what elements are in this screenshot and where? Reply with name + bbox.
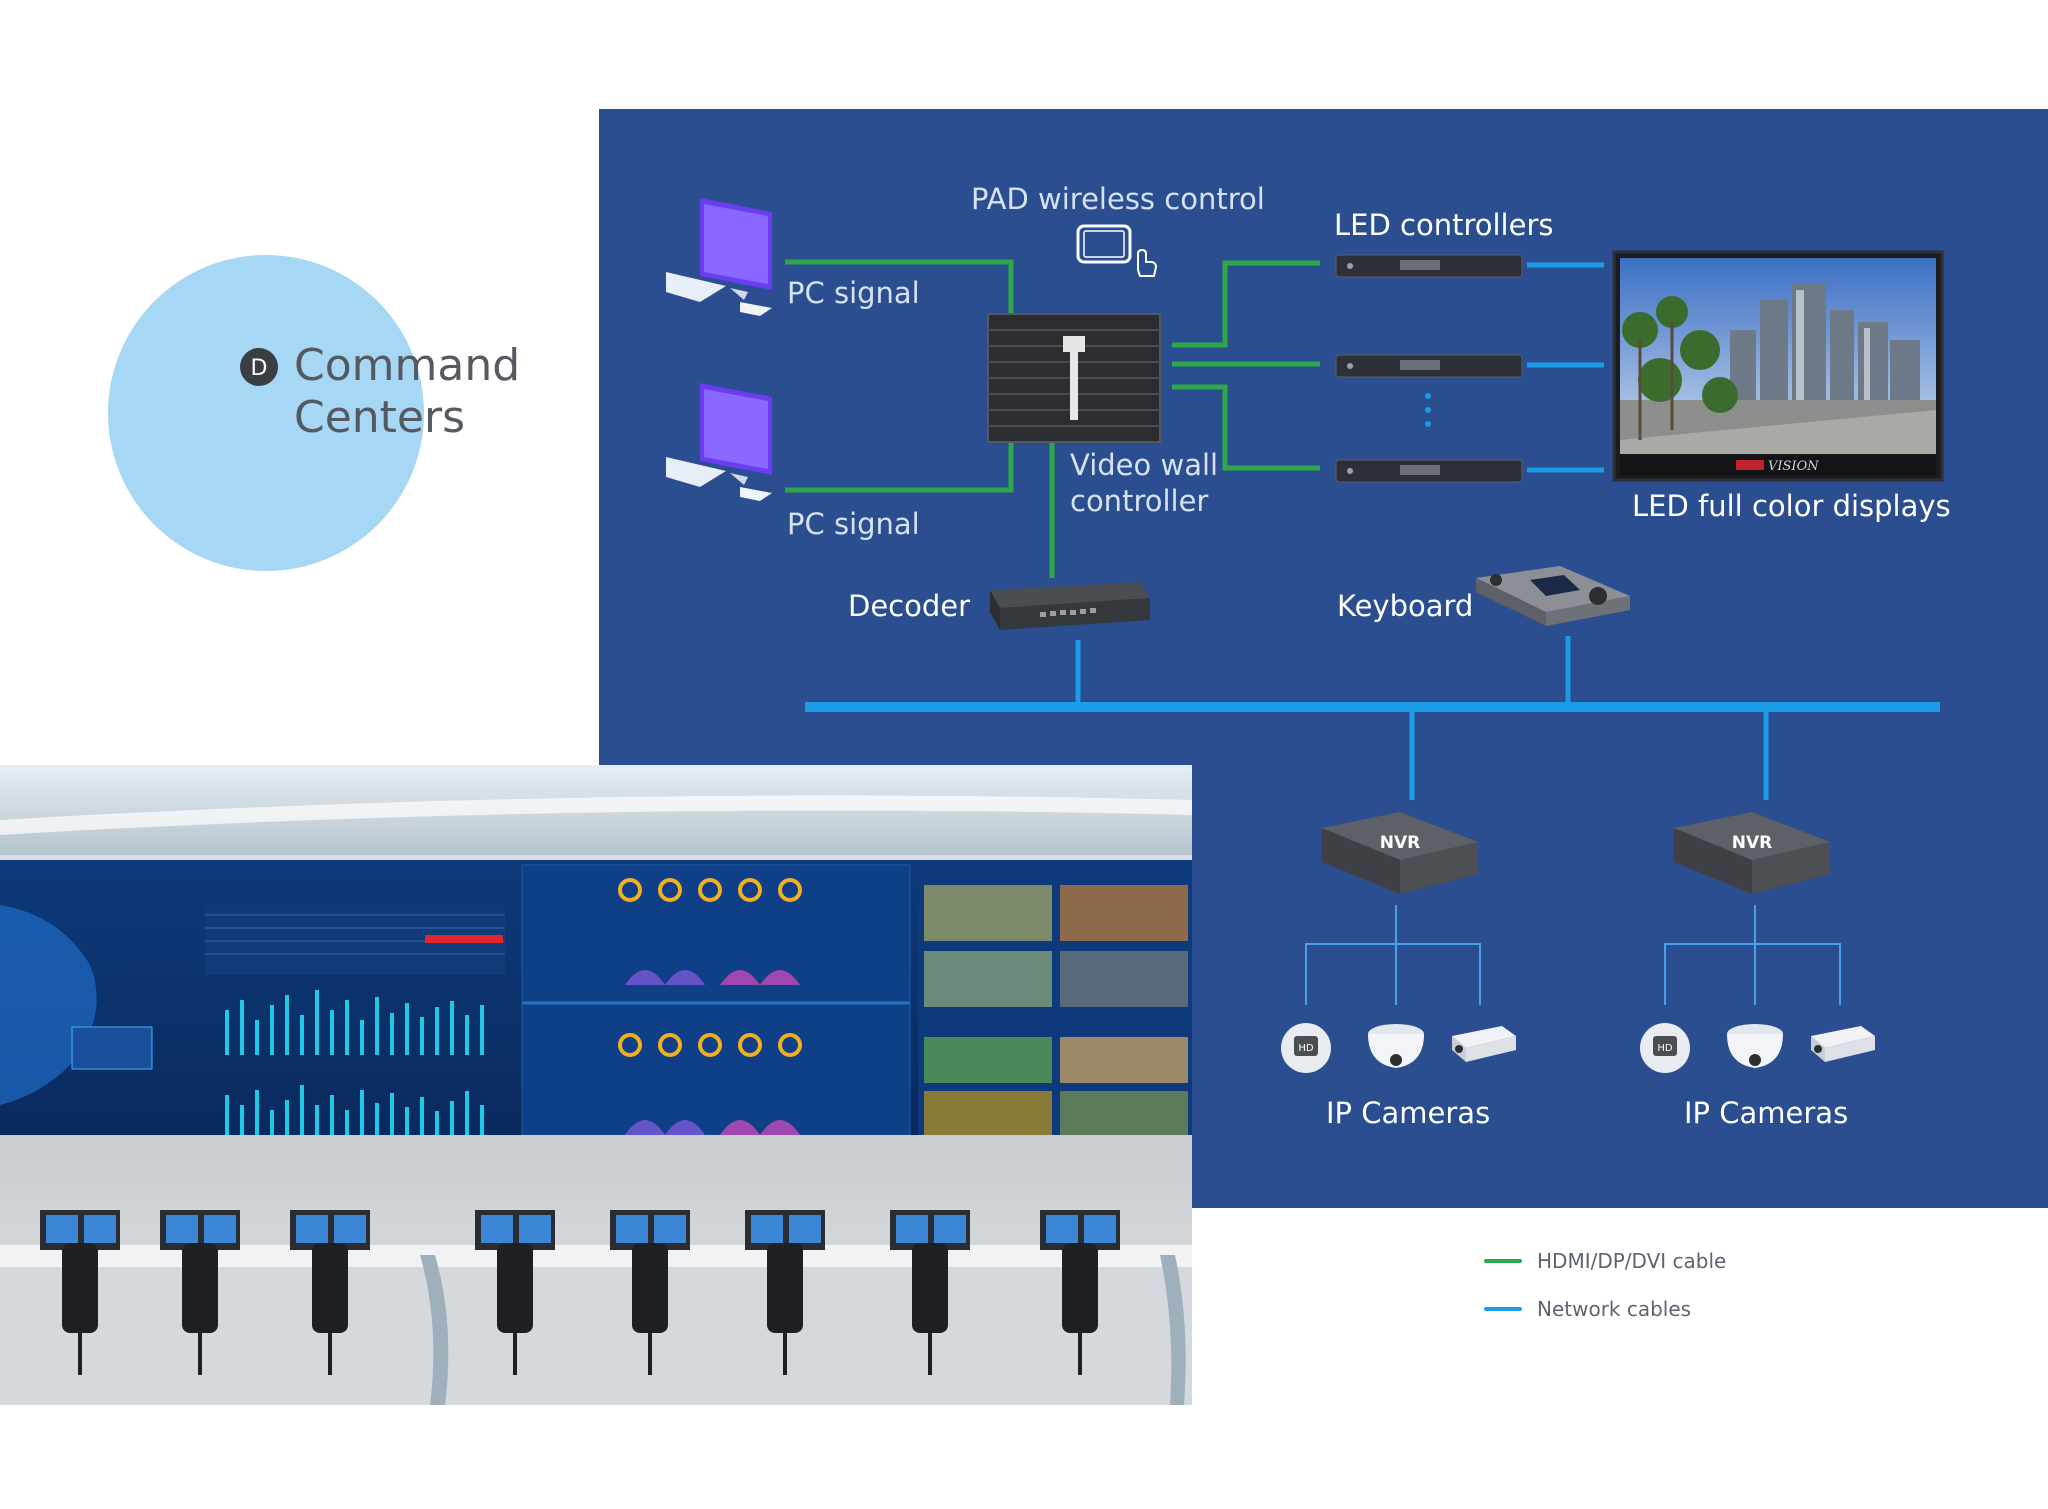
svg-text:VISION: VISION <box>1768 459 1819 474</box>
ptz-camera-right-icon: HD <box>1640 1023 1690 1073</box>
ellipsis-icon <box>1425 393 1431 427</box>
led-controller-1-icon <box>1335 254 1523 278</box>
keyboard-label: Keyboard <box>1337 589 1474 623</box>
section-title-line2: Centers <box>294 392 466 443</box>
video-wall-controller-icon <box>987 313 1161 443</box>
hdmi-cable-pc-bottom <box>785 442 1014 493</box>
pc-bottom-icon <box>666 383 772 501</box>
hdmi-cable-pc-top <box>785 259 1014 318</box>
dome-camera-left-icon <box>1368 1024 1424 1068</box>
video-wall-controller-label-line1: Video wall <box>1070 448 1219 482</box>
ip-cameras-left-label: IP Cameras <box>1326 1096 1491 1130</box>
legend-network-swatch <box>1484 1307 1522 1311</box>
bullet-camera-right-icon <box>1811 1026 1875 1062</box>
nvr-left-icon: NVR <box>1322 812 1478 894</box>
letter-d-icon: D <box>240 348 278 386</box>
legend-network-label: Network cables <box>1537 1297 1692 1321</box>
pc-signal-bottom-label: PC signal <box>787 507 920 541</box>
decoder-label: Decoder <box>848 589 971 623</box>
legend-hdmi-swatch <box>1484 1259 1522 1263</box>
video-wall-controller-label-line2: controller <box>1070 484 1209 518</box>
pc-signal-top-label: PC signal <box>787 276 920 310</box>
hand-pointer-icon <box>1137 248 1158 277</box>
nvr-right-icon: NVR <box>1674 812 1830 894</box>
bullet-camera-left-icon <box>1452 1026 1516 1062</box>
hdmi-cables <box>785 259 1320 578</box>
nvr-right-label: NVR <box>1732 833 1772 853</box>
ip-cameras-right-label: IP Cameras <box>1684 1096 1849 1130</box>
led-controller-3-icon <box>1335 459 1523 483</box>
tablet-icon <box>1076 224 1132 264</box>
network-cables <box>805 262 1940 800</box>
section-title: Command Centers <box>238 340 520 444</box>
hdmi-cable-led3 <box>1172 384 1320 471</box>
camera-branches <box>1305 905 1841 1005</box>
svg-text:HD: HD <box>1657 1043 1673 1054</box>
hdmi-cable-led1 <box>1172 260 1320 348</box>
keyboard-icon <box>1476 566 1630 626</box>
legend-hdmi-label: HDMI/DP/DVI cable <box>1537 1249 1727 1273</box>
led-controller-2-icon <box>1335 354 1523 378</box>
section-badge-circle <box>108 255 424 571</box>
led-display-icon: VISION <box>1612 250 1944 482</box>
led-displays-label: LED full color displays <box>1632 489 1951 523</box>
pad-wireless-control-label: PAD wireless control <box>971 182 1265 216</box>
control-room-photo <box>0 765 1192 1405</box>
ptz-camera-left-icon: HD <box>1281 1023 1331 1073</box>
decoder-icon <box>990 582 1150 630</box>
nvr-left-label: NVR <box>1380 833 1420 853</box>
dome-camera-right-icon <box>1727 1024 1783 1068</box>
svg-text:HD: HD <box>1298 1043 1314 1054</box>
pc-top-icon <box>666 198 772 316</box>
svg-text:D: D <box>251 356 268 381</box>
section-title-line1: Command <box>294 340 521 391</box>
led-controllers-label: LED controllers <box>1334 208 1554 242</box>
